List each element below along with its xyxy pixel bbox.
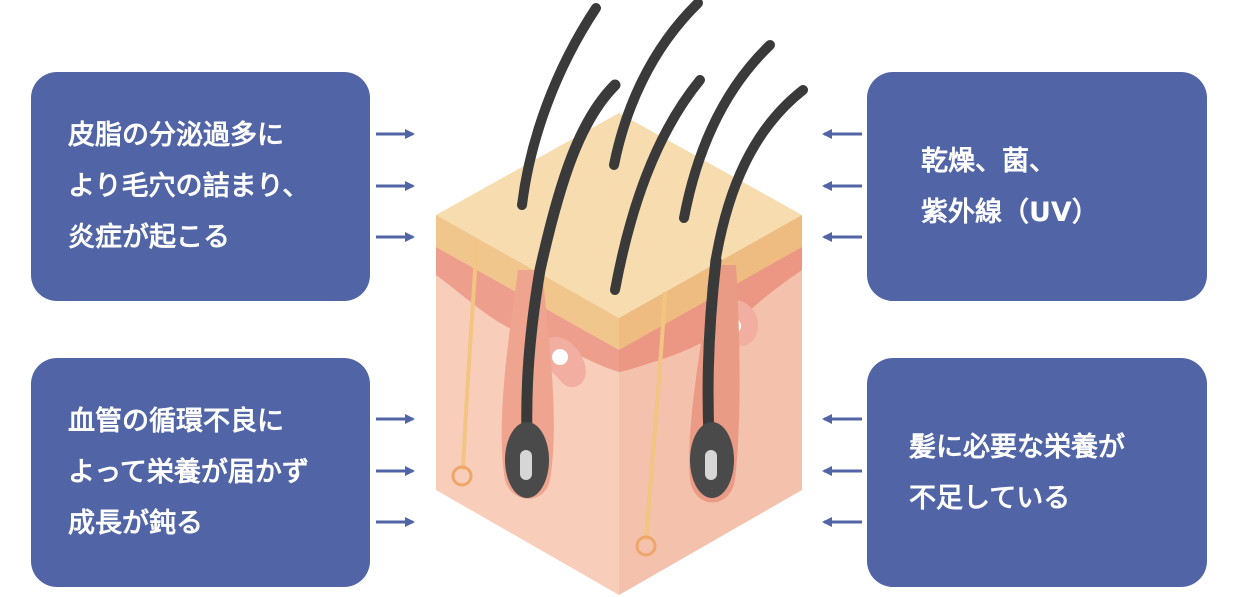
- right-arrows: [824, 134, 862, 522]
- left-arrows: [376, 134, 413, 522]
- skin-cube: [436, 113, 802, 595]
